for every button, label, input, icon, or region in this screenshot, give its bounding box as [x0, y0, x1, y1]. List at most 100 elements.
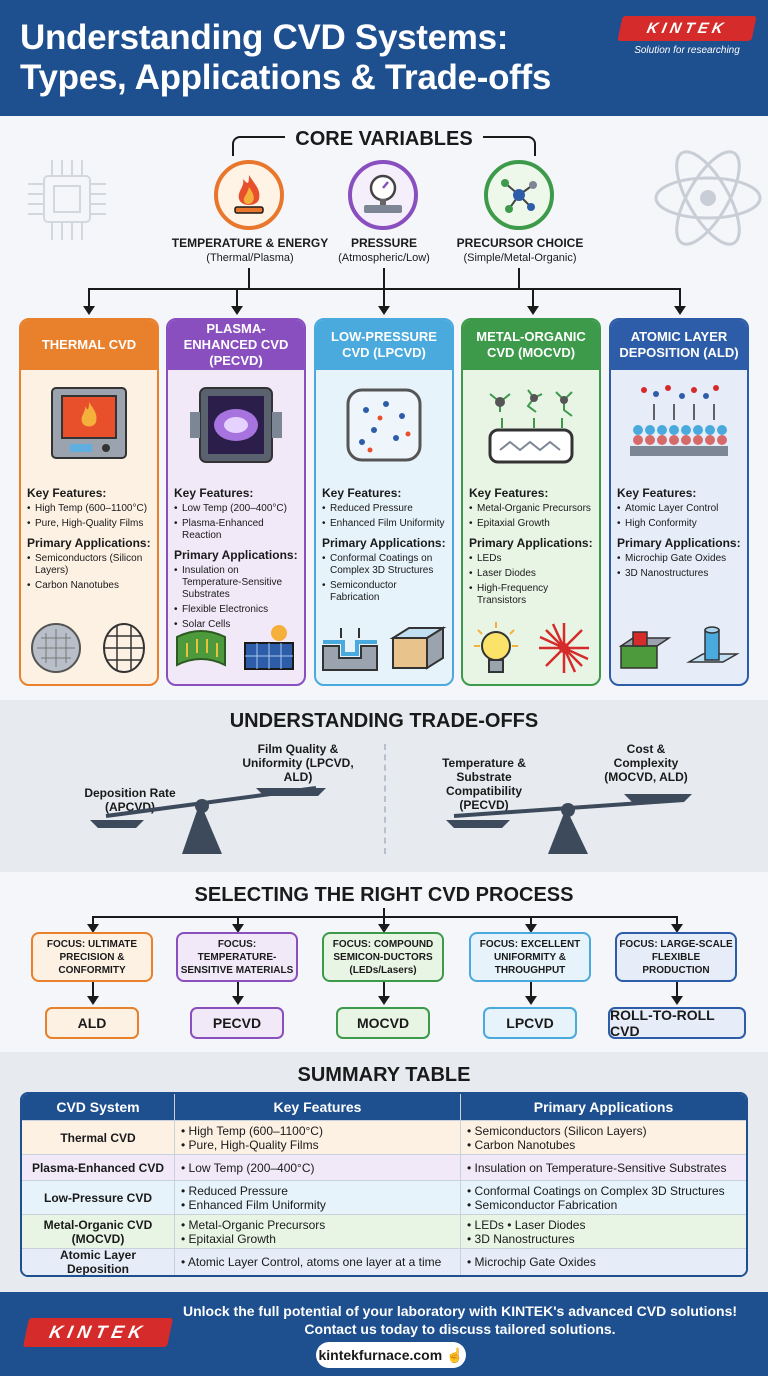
- column-title: ATOMIC LAYER DEPOSITION (ALD): [611, 320, 747, 370]
- focus-large-scale: FOCUS: LARGE-SCALE FLEXIBLE PRODUCTION: [615, 932, 737, 982]
- plasma-chamber-icon: [190, 387, 282, 463]
- result-lpcvd: LPCVD: [483, 1007, 577, 1039]
- column-thermal-cvd: THERMAL CVD Key Features: High Temp (600…: [19, 318, 159, 686]
- table-cell-system: Atomic Layer Deposition: [22, 1248, 175, 1275]
- furnace-icon: [51, 387, 127, 459]
- table-cell-apps: • Semiconductors (Silicon Layers)• Carbo…: [467, 1123, 647, 1152]
- chamber-icon: [346, 388, 422, 462]
- table-row: Low-Pressure CVD • Reduced Pressure• Enh…: [22, 1181, 746, 1215]
- low-pressure-chamber-illustration: [316, 370, 452, 480]
- features-heading: Key Features:: [27, 486, 107, 500]
- feature-item: High Conformity: [617, 518, 741, 530]
- column-pecvd: PLASMA-ENHANCED CVD (PECVD) Key Features…: [166, 318, 306, 686]
- focus-precision: FOCUS: ULTIMATE PRECISION & CONFORMITY: [31, 932, 153, 982]
- app-item: Semiconductors (Silicon Layers): [27, 553, 151, 577]
- nanotube-icon: [103, 623, 145, 673]
- app-item: Solar Cells: [174, 619, 298, 631]
- tradeoff-cost: Cost & Complexity (MOCVD, ALD): [604, 742, 688, 784]
- column-title: PLASMA-ENHANCED CVD (PECVD): [168, 320, 304, 370]
- table-row: Plasma-Enhanced CVD • Low Temp (200–400°…: [22, 1155, 746, 1181]
- feature-item: High Temp (600–1100°C): [27, 503, 151, 515]
- led-bulb-icon: [473, 622, 518, 673]
- var-sub-precursor: (Simple/Metal-Organic): [463, 252, 577, 264]
- table-header: CVD System: [22, 1094, 175, 1120]
- features-heading: Key Features:: [322, 486, 402, 500]
- feature-item: Enhanced Film Uniformity: [322, 518, 446, 530]
- result-mocvd: MOCVD: [336, 1007, 430, 1039]
- app-item: Laser Diodes: [469, 568, 593, 580]
- features-heading: Key Features:: [617, 486, 697, 500]
- title-line-2: Types, Applications & Trade-offs: [20, 58, 552, 97]
- brand-tagline: Solution for researching: [634, 45, 740, 56]
- table-cell-system: Low-Pressure CVD: [22, 1181, 175, 1214]
- var-sub-pressure: (Atmospheric/Low): [338, 252, 430, 264]
- pointer-hand-icon: ☝: [446, 1347, 464, 1363]
- features-heading: Key Features:: [174, 486, 254, 500]
- table-header-row: CVD System Key Features Primary Applicat…: [22, 1094, 746, 1121]
- selecting-title: SELECTING THE RIGHT CVD PROCESS: [194, 884, 574, 906]
- semiconductor-block-icon: [389, 626, 447, 670]
- column-mocvd: METAL-ORGANIC CVD (MOCVD) Key Features: …: [461, 318, 601, 686]
- app-item: 3D Nanostructures: [617, 568, 741, 580]
- feature-item: Epitaxial Growth: [469, 518, 593, 530]
- thermal-furnace-illustration: [21, 370, 157, 480]
- focus-temperature: FOCUS: TEMPERATURE-SENSITIVE MATERIALS: [176, 932, 298, 982]
- precursor-molecules-icon: [488, 389, 574, 464]
- focus-compound: FOCUS: COMPOUND SEMICON-DUCTORS (LEDs/La…: [322, 932, 444, 982]
- var-label-precursor: PRECURSOR CHOICE: [456, 236, 584, 250]
- nanostructure-pillar-icon: [686, 626, 740, 663]
- table-cell-features: • Low Temp (200–400°C): [175, 1155, 461, 1180]
- gate-oxide-block-icon: [618, 631, 672, 669]
- brand-block[interactable]: KINTEK Solution for researching: [617, 16, 757, 56]
- solar-panel-icon: [244, 625, 294, 670]
- table-header: Primary Applications: [461, 1094, 746, 1120]
- table-cell-apps: • Insulation on Temperature-Sensitive Su…: [467, 1160, 727, 1175]
- table-cell-features: • Atomic Layer Control, atoms one layer …: [175, 1249, 461, 1275]
- scale-right-icon: [446, 794, 692, 854]
- var-label-pressure: PRESSURE: [350, 236, 418, 250]
- title-line-1: Understanding CVD Systems:: [20, 18, 509, 57]
- website-link[interactable]: kintekfurnace.com ☝: [316, 1342, 466, 1368]
- footer-kintek-logo[interactable]: KINTEK: [22, 1318, 174, 1347]
- summary-table: CVD System Key Features Primary Applicat…: [20, 1092, 748, 1277]
- flexible-circuit-icon: [176, 630, 226, 667]
- apps-heading: Primary Applications:: [617, 536, 741, 550]
- app-item: Semiconductor Fabrication: [322, 580, 446, 604]
- table-cell-system: Thermal CVD: [22, 1121, 175, 1154]
- app-item: LEDs: [469, 553, 593, 565]
- table-cell-apps: • LEDs • Laser Diodes• 3D Nanostructures: [467, 1217, 586, 1246]
- pressure-gauge-icon: [364, 174, 402, 213]
- pressure-circle: [348, 160, 418, 230]
- kintek-logo: KINTEK: [617, 16, 757, 41]
- table-cell-features: • Reduced Pressure• Enhanced Film Unifor…: [175, 1181, 461, 1214]
- feature-item: Low Temp (200–400°C): [174, 503, 298, 515]
- feature-item: Plasma-Enhanced Reaction: [174, 518, 298, 542]
- website-url: kintekfurnace.com: [318, 1347, 443, 1363]
- table-cell-features: • High Temp (600–1100°C)• Pure, High-Qua…: [175, 1121, 461, 1154]
- column-title: LOW-PRESSURE CVD (LPCVD): [316, 320, 452, 370]
- column-title: THERMAL CVD: [21, 320, 157, 370]
- app-item: Carbon Nanotubes: [27, 580, 151, 592]
- page-title: Understanding CVD Systems: Types, Applic…: [20, 18, 620, 98]
- chip-icon: [28, 160, 106, 240]
- tradeoffs-title: UNDERSTANDING TRADE-OFFS: [229, 710, 539, 732]
- table-cell-apps: • Microchip Gate Oxides: [467, 1255, 596, 1269]
- feature-item: Reduced Pressure: [322, 503, 446, 515]
- atom-icon: [654, 150, 762, 246]
- molecule-icon: [501, 179, 537, 213]
- table-header: Key Features: [175, 1094, 461, 1120]
- table-row: Thermal CVD • High Temp (600–1100°C)• Pu…: [22, 1121, 746, 1155]
- precursor-circle: [484, 160, 554, 230]
- focus-uniformity: FOCUS: EXCELLENT UNIFORMITY & THROUGHPUT: [469, 932, 591, 982]
- feature-item: Metal-Organic Precursors: [469, 503, 593, 515]
- apps-heading: Primary Applications:: [322, 536, 446, 550]
- footer-line-1: Unlock the full potential of your labora…: [182, 1303, 738, 1319]
- tradeoff-film-quality: Film Quality & Uniformity (LPCVD, ALD): [242, 742, 354, 784]
- summary-title: SUMMARY TABLE: [297, 1064, 471, 1086]
- atomic-layers-icon: [630, 385, 728, 456]
- footer-banner: KINTEK Unlock the full potential of your…: [0, 1292, 768, 1376]
- laser-burst-icon: [538, 623, 589, 673]
- app-item: High-Frequency Transistors: [469, 583, 593, 607]
- apps-heading: Primary Applications:: [27, 536, 151, 550]
- silicon-wafer-icon: [31, 623, 81, 673]
